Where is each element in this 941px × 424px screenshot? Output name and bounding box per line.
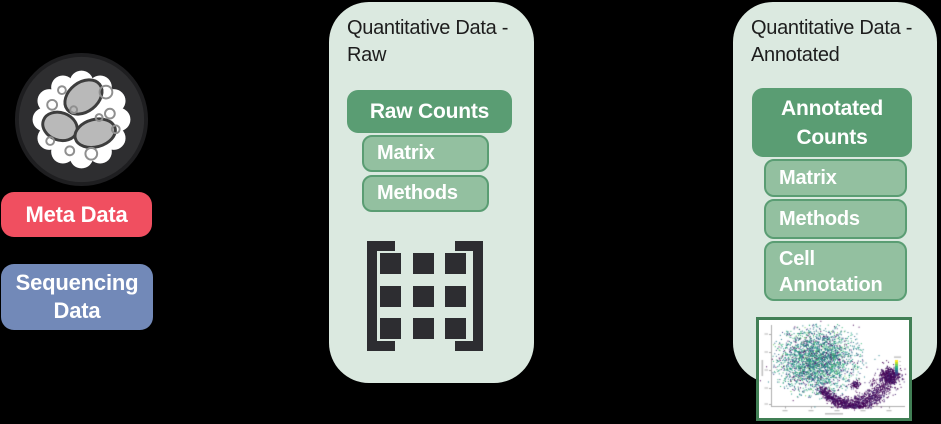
raw-panel-title: Quantitative Data - Raw — [347, 17, 509, 66]
raw-item-methods: Methods — [362, 175, 489, 212]
raw-counts-header: Raw Counts — [347, 90, 512, 133]
raw-data-panel: Quantitative Data - Raw Raw Counts Matri… — [329, 2, 534, 383]
raw-item-matrix: Matrix — [362, 135, 489, 172]
sequencing-data-box: Sequencing Data — [1, 264, 153, 330]
right-bracket-icon — [455, 241, 483, 351]
meta-data-label: Meta Data — [25, 202, 128, 227]
matrix-bracket-icon — [367, 241, 483, 351]
sequencing-data-label: Sequencing Data — [15, 270, 139, 323]
annotated-item-cell-annotation: Cell Annotation — [764, 241, 907, 301]
matrix-cells — [380, 253, 470, 339]
annotated-panel-title: Quantitative Data - Annotated — [751, 17, 913, 66]
meta-data-box: Meta Data — [1, 192, 152, 237]
annotated-item-matrix: Matrix — [764, 159, 907, 197]
umap-canvas — [759, 320, 909, 418]
annotated-counts-header: Annotated Counts — [752, 88, 912, 157]
annotated-item-methods: Methods — [764, 199, 907, 239]
neutrophil-cell-icon — [14, 52, 149, 187]
left-bracket-icon — [367, 241, 395, 351]
umap-scatter-plot — [756, 317, 912, 421]
